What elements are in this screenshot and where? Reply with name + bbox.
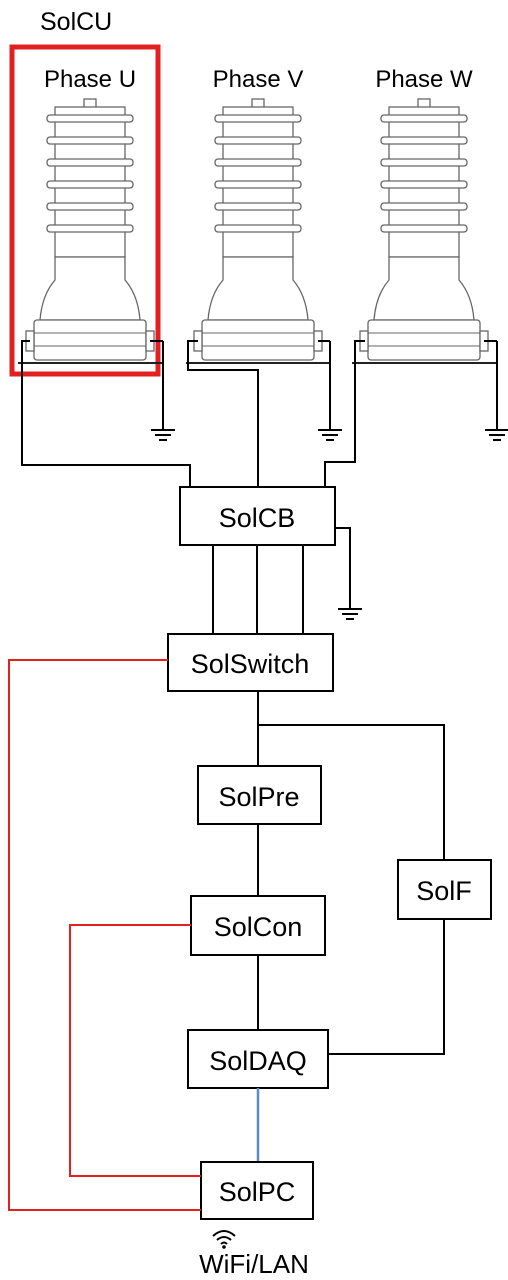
solf-label: SolF xyxy=(416,876,472,906)
solcu-highlight-frame xyxy=(9,44,161,377)
ground-icon xyxy=(337,596,363,620)
soldaq-label: SolDAQ xyxy=(209,1046,307,1076)
network-label: WiFi/LAN xyxy=(199,1249,309,1279)
solpc-label: SolPC xyxy=(219,1177,296,1207)
control-link-solcon xyxy=(69,924,201,1177)
solswitch-label: SolSwitch xyxy=(191,649,310,679)
solpc-block xyxy=(200,1161,314,1220)
soldaq-block xyxy=(187,1029,329,1089)
solpre-block xyxy=(197,765,322,825)
phase-grounds xyxy=(150,340,508,441)
insulator-icon xyxy=(351,98,497,364)
ground-icon xyxy=(317,417,343,441)
solcb-block xyxy=(179,486,336,546)
solcon-block xyxy=(190,895,326,956)
phase-v-label: Phase V xyxy=(213,66,304,93)
solcb-label: SolCB xyxy=(219,503,296,533)
solf-block xyxy=(397,859,492,920)
ground-icon xyxy=(150,417,176,441)
solswitch-block xyxy=(167,633,334,692)
diagram-title: SolCU xyxy=(40,8,112,36)
phase-wiring xyxy=(21,340,365,487)
solpre-label: SolPre xyxy=(218,782,299,812)
control-link-solswitch xyxy=(8,659,201,1211)
insulator-icon xyxy=(17,98,163,364)
ground-icon xyxy=(484,417,508,441)
wifi-icon xyxy=(212,1230,236,1249)
solcon-label: SolCon xyxy=(214,912,303,942)
phase-u-label: Phase U xyxy=(44,66,136,93)
insulator-icon xyxy=(185,98,331,364)
phase-w-label: Phase W xyxy=(375,66,473,93)
